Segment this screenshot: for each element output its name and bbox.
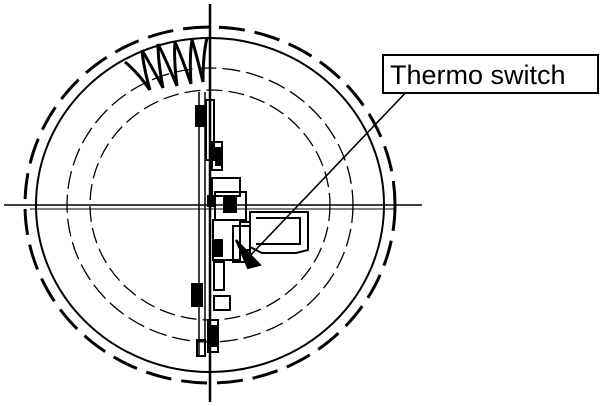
callout-box: [382, 54, 599, 94]
vertical-mechanism: [191, 92, 251, 357]
thermo-switch-body: [235, 211, 309, 270]
callout-label: Thermo switch: [390, 60, 566, 90]
fan-blades: [124, 37, 209, 91]
callout-leader-line: [245, 85, 413, 261]
